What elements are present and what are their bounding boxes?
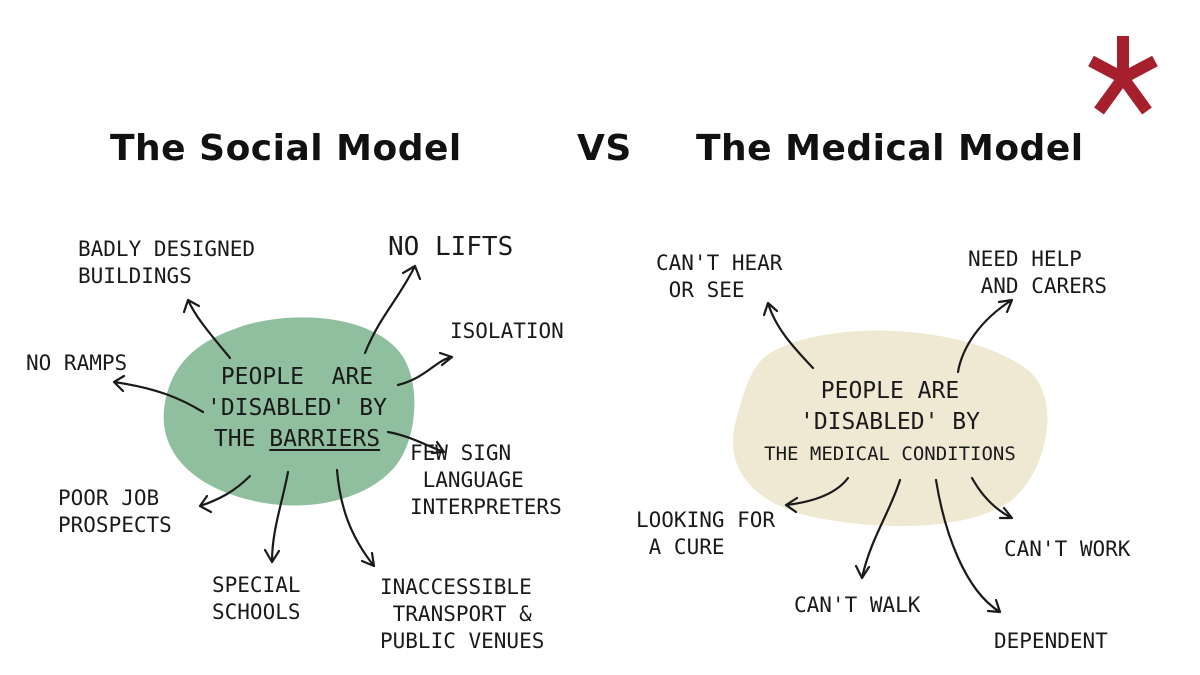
label-badly-designed-buildings: BADLY DESIGNED BUILDINGS <box>78 237 256 288</box>
label-cant-work: CAN'T WORK <box>1004 537 1131 561</box>
label-isolation: ISOLATION <box>450 319 564 343</box>
social-model-blob <box>163 317 415 506</box>
label-looking-for-a-cure: LOOKING FOR A CURE <box>636 508 776 559</box>
arrow-to-poor-job <box>198 474 252 514</box>
label-no-lifts: NO LIFTS <box>388 232 514 262</box>
arrow-to-looking-cure <box>784 476 850 514</box>
asterisk-icon <box>1088 36 1158 115</box>
medical-center-text: PEOPLE ARE 'DISABLED' BY THE MEDICAL CON… <box>740 376 1040 470</box>
social-model-title: The Social Model <box>110 128 462 169</box>
label-special-schools: SPECIAL SCHOOLS <box>212 573 301 624</box>
arrow-to-cant-hear <box>762 301 815 370</box>
arrow-to-dependent <box>934 478 1002 614</box>
arrow-to-no-lifts <box>363 264 422 355</box>
arrow-to-inaccessible <box>335 468 376 568</box>
social-center-line2: 'DISABLED' BY <box>206 395 387 421</box>
label-inaccessible-transport: INACCESSIBLE TRANSPORT & PUBLIC VENUES <box>380 575 545 653</box>
arrow-to-isolation <box>396 351 454 387</box>
label-cant-walk: CAN'T WALK <box>794 593 921 617</box>
medical-arrows <box>762 298 1014 614</box>
arrow-to-special-schools <box>263 470 290 564</box>
vs-label: VS <box>577 128 632 169</box>
arrow-to-cant-work <box>970 476 1014 520</box>
medical-model-blob <box>732 330 1048 527</box>
label-dependent: DEPENDENT <box>994 629 1108 653</box>
arrow-to-cant-walk <box>854 478 902 580</box>
social-center-text: PEOPLE ARE 'DISABLED' BY THE BARRIERS <box>188 362 406 455</box>
label-need-help-and-carers: NEED HELP AND CARERS <box>968 247 1108 298</box>
label-no-ramps: NO RAMPS <box>26 351 128 375</box>
social-center-line3-prefix: THE <box>213 426 270 452</box>
label-poor-job-prospects: POOR JOB PROSPECTS <box>58 486 172 537</box>
arrow-to-need-help <box>956 298 1014 374</box>
arrow-to-few-sign <box>386 430 446 455</box>
social-center-line1: PEOPLE ARE <box>220 364 374 390</box>
medical-center-line2: 'DISABLED' BY <box>799 409 980 435</box>
medical-model-title: The Medical Model <box>696 128 1084 169</box>
medical-center-line3: THE MEDICAL CONDITIONS <box>764 443 1016 465</box>
medical-center-line1: PEOPLE ARE <box>820 378 960 404</box>
label-cant-hear-or-see: CAN'T HEAR OR SEE <box>656 251 783 302</box>
social-arrows <box>112 264 454 568</box>
arrow-to-badly-designed <box>182 298 232 360</box>
label-few-sign-language-interpreters: FEW SIGN LANGUAGE INTERPRETERS <box>410 441 562 519</box>
arrow-to-no-ramps <box>112 374 205 414</box>
social-center-barriers: BARRIERS <box>269 426 381 452</box>
